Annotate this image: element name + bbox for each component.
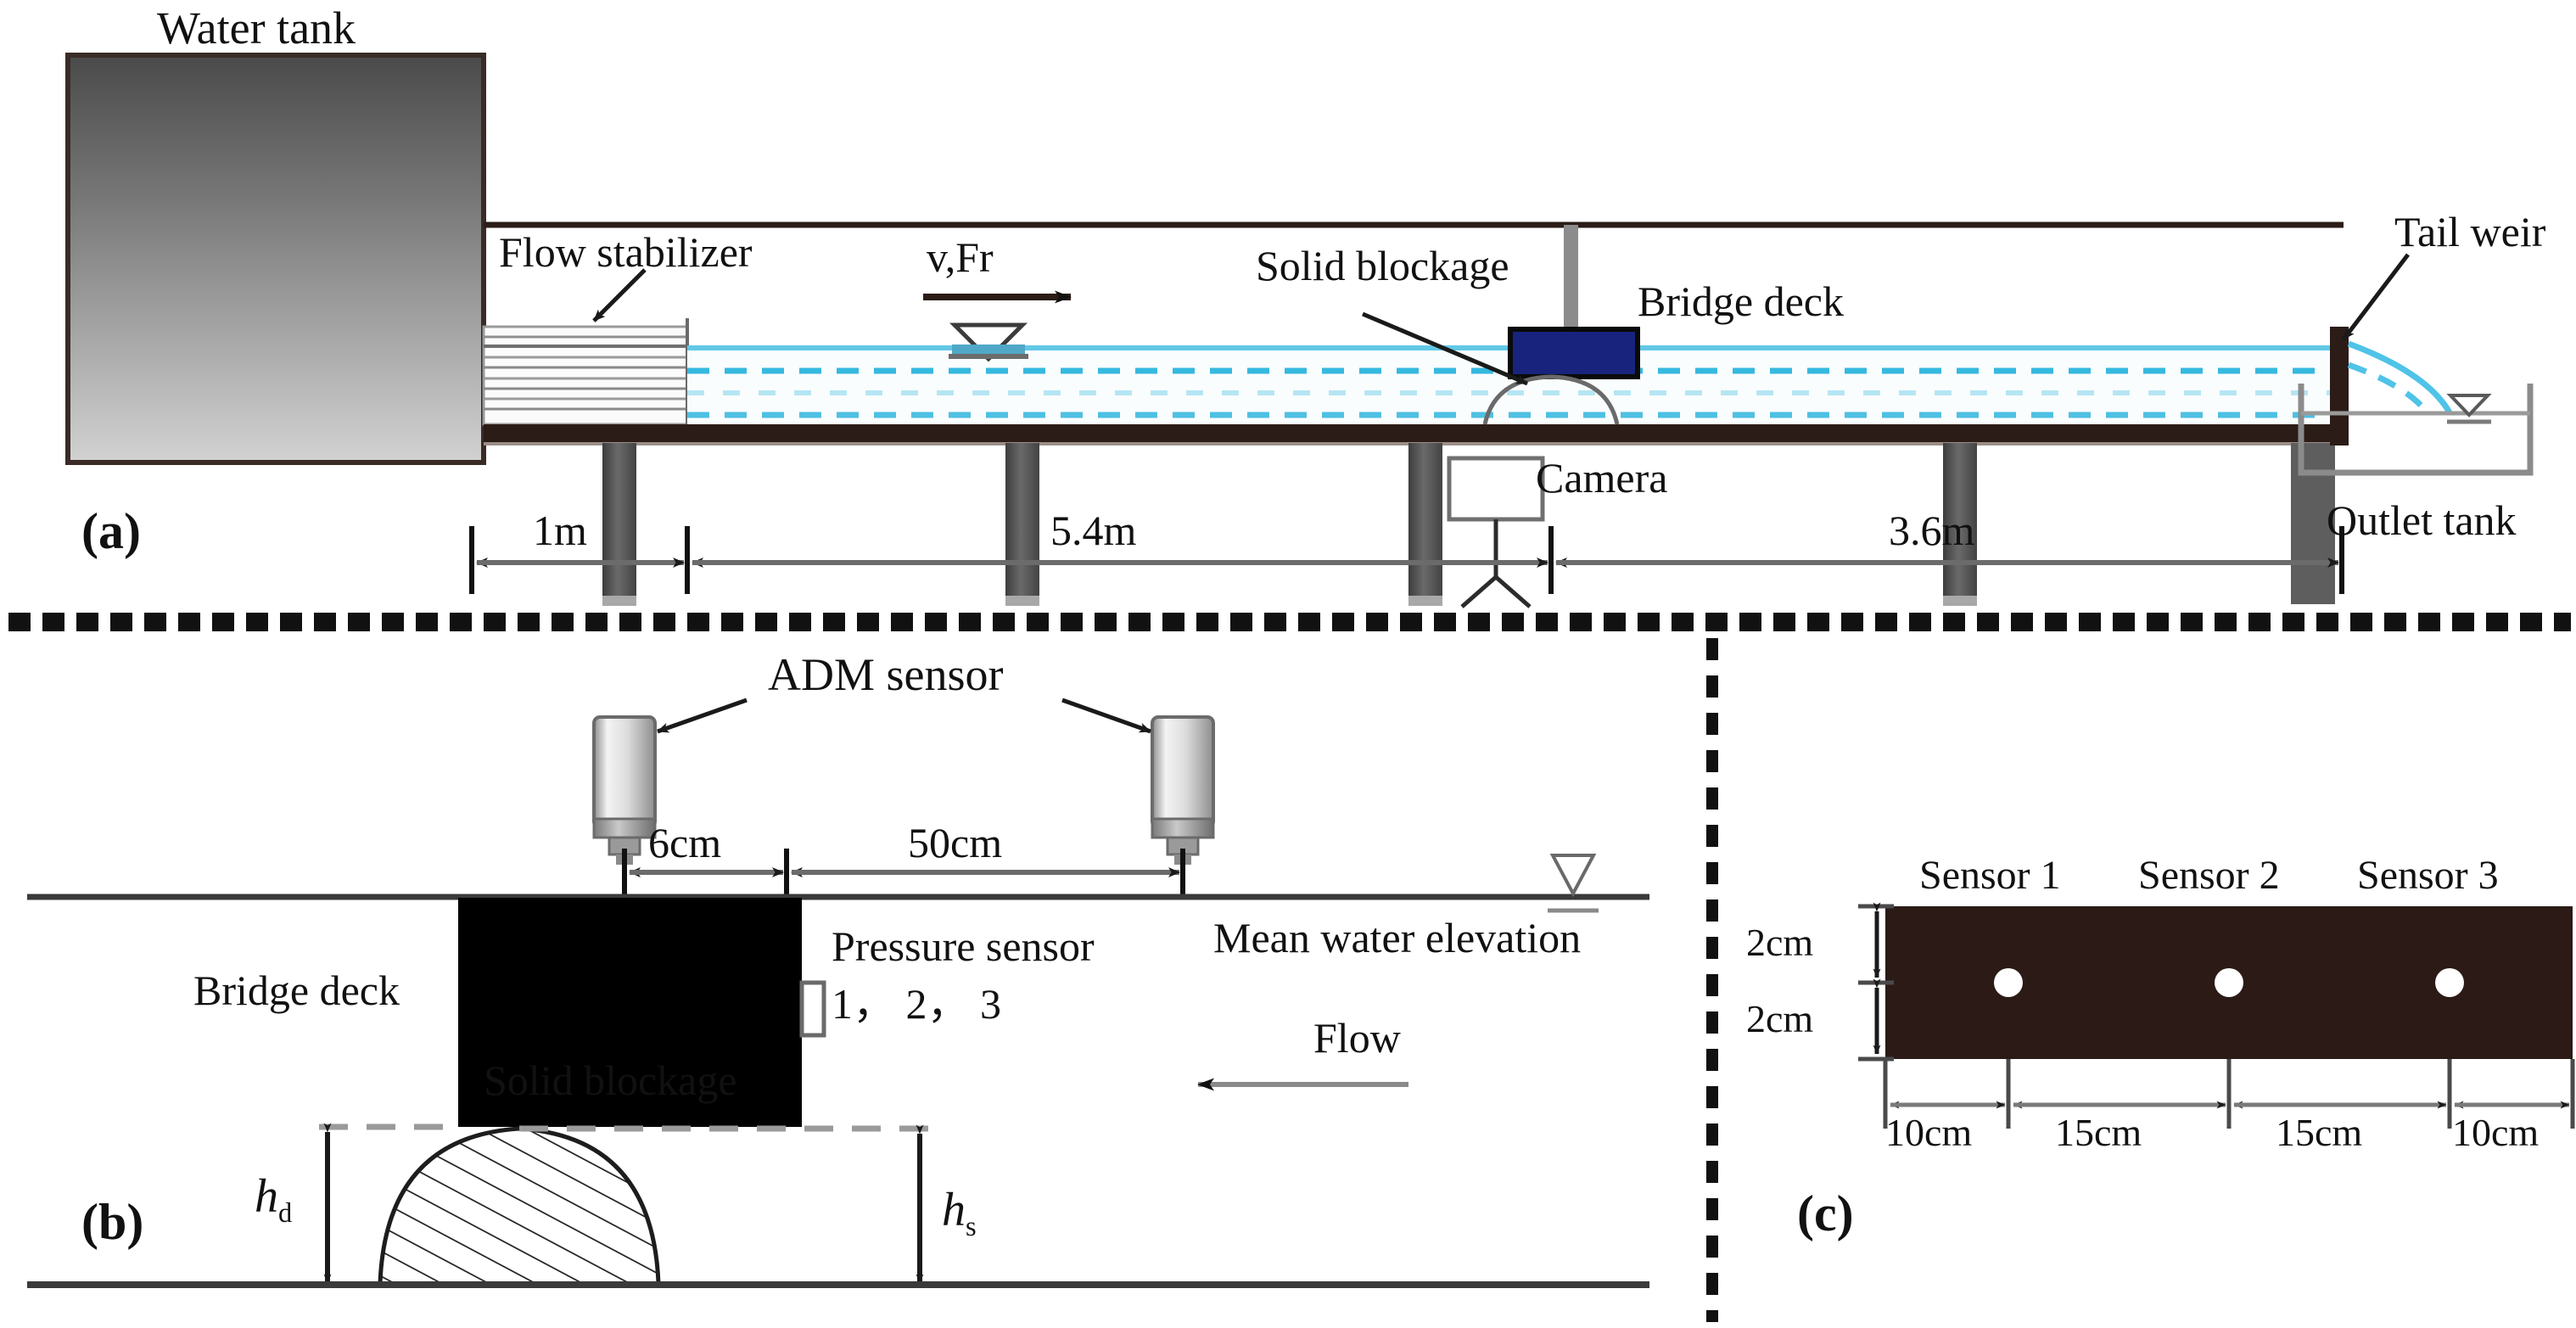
adm-sensor-right	[1151, 715, 1215, 865]
panel-c-graphics	[1858, 902, 2575, 1129]
vertical-dimension-label-1: 2cm	[1746, 921, 1814, 964]
horizontal-dimension-label-3: 15cm	[2276, 1111, 2363, 1154]
water-nappe-solid	[2347, 340, 2454, 416]
bridge-deck-block-a	[1508, 327, 1640, 379]
sensor-1-label: Sensor 1	[1919, 853, 2061, 898]
outlet-tank-label: Outlet tank	[2327, 496, 2517, 544]
hs-subscript: s	[966, 1212, 977, 1243]
dimension-label-1m: 1m	[533, 507, 587, 554]
panel-a-label: (a)	[81, 503, 141, 559]
water-level-symbol-b	[1548, 854, 1599, 913]
sensor-hole-3	[2435, 968, 2464, 997]
deck-hanger-rod	[1564, 225, 1578, 329]
dimension-chain-b	[622, 849, 1185, 895]
outlet-tank-shape	[2298, 384, 2534, 476]
dimension-chain-c-vertical	[1858, 902, 1894, 1062]
dimension-label-54m: 5.4m	[1050, 507, 1137, 554]
panel-c-label: (c)	[1797, 1185, 1854, 1241]
flume-bed	[484, 424, 2344, 443]
dimension-label-6cm: 6cm	[648, 819, 722, 866]
adm-sensor-label: ADM sensor	[768, 649, 1004, 700]
dimension-chain-c-horizontal	[1883, 1059, 2575, 1129]
hd-label: hd	[255, 1173, 292, 1228]
hs-symbol: h	[942, 1184, 966, 1236]
solid-blockage-dome-b	[378, 1126, 661, 1284]
panel-a-graphics	[65, 53, 2534, 608]
panel-b-label: (b)	[81, 1194, 144, 1250]
leader-adm-right	[1061, 698, 1151, 734]
bridge-deck-label-a: Bridge deck	[1638, 277, 1844, 325]
flow-stabilizer-label: Flow stabilizer	[499, 228, 753, 276]
adm-sensor-left	[592, 715, 657, 865]
flow-label-b: Flow	[1313, 1014, 1401, 1062]
bridge-deck-label-b: Bridge deck	[193, 967, 400, 1014]
sensor-hole-2	[2215, 968, 2243, 997]
sensor-3-label: Sensor 3	[2357, 853, 2499, 898]
camera-shape	[1447, 456, 1545, 608]
hs-label: hs	[942, 1186, 977, 1241]
hd-symbol: h	[255, 1170, 278, 1223]
dimension-label-50cm: 50cm	[908, 819, 1003, 866]
mean-water-elevation-label: Mean water elevation	[1213, 914, 1582, 961]
water-nappe-dashed	[2347, 361, 2431, 417]
flow-stabilizer-shape	[482, 318, 689, 426]
water-tank-label: Water tank	[157, 3, 356, 53]
leader-tail-weir	[2342, 253, 2410, 341]
pressure-sensor-label-line2: 1， 2， 3	[832, 980, 1001, 1028]
velocity-froude-label: v,Fr	[927, 233, 994, 281]
solid-blockage-label-b: Solid blockage	[484, 1056, 737, 1104]
hd-subscript: d	[278, 1198, 293, 1230]
horizontal-dimension-label-1: 10cm	[1885, 1111, 1973, 1154]
pressure-sensor-label-line1: Pressure sensor	[832, 922, 1095, 970]
water-level-symbol-flume	[949, 322, 1028, 362]
leader-flow-stabilizer	[592, 268, 647, 322]
solid-blockage-dome-a	[1482, 374, 1620, 425]
pressure-sensor-box	[799, 980, 826, 1038]
solid-blockage-label-a: Solid blockage	[1256, 242, 1509, 289]
tail-weir-plate	[2330, 327, 2349, 445]
bridge-deck-assembly-a	[1508, 225, 1640, 379]
dimension-chain-a	[469, 526, 2344, 594]
leader-solid-blockage-a	[1362, 311, 1528, 386]
camera-label: Camera	[1536, 454, 1668, 502]
vertical-dimension-label-2: 2cm	[1746, 997, 1814, 1040]
dimension-label-36m: 3.6m	[1889, 507, 1975, 554]
panel-b-graphics	[27, 698, 1649, 1288]
bridge-deck-block-b	[458, 898, 802, 1127]
horizontal-dimension-label-2: 15cm	[2055, 1111, 2142, 1154]
tail-weir-label: Tail weir	[2394, 208, 2546, 255]
horizontal-dimension-label-4: 10cm	[2452, 1111, 2540, 1154]
sensor-hole-1	[1994, 968, 2023, 997]
sensor-2-label: Sensor 2	[2138, 853, 2280, 898]
water-tank-shape	[65, 53, 486, 465]
leader-adm-left	[657, 698, 748, 734]
